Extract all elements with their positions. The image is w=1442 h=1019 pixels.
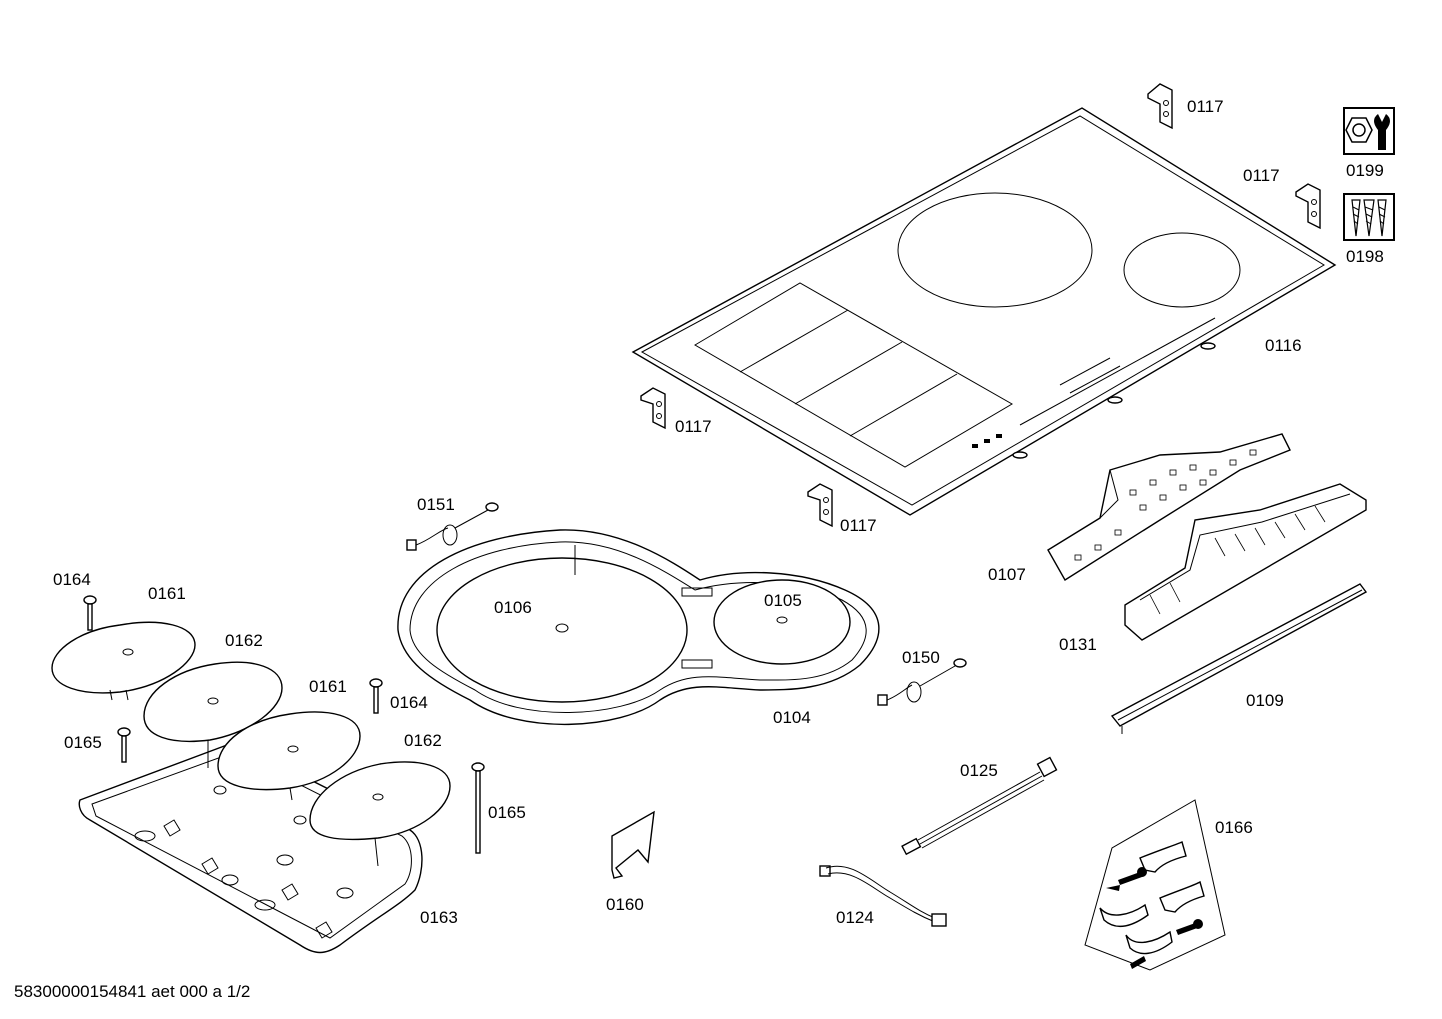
label-0199: 0199 xyxy=(1346,161,1384,180)
document-number: 58300000154841 aet 000 a 1/2 xyxy=(14,982,251,1001)
part-ribbon-cable-0125[interactable] xyxy=(901,756,1058,856)
label-0164-right: 0164 xyxy=(390,693,428,712)
part-coil-0161-front[interactable] xyxy=(51,621,196,701)
label-0107: 0107 xyxy=(988,565,1026,584)
part-coil-0162-front[interactable] xyxy=(143,661,283,768)
part-spacer-0165-left[interactable] xyxy=(117,727,131,763)
label-0116: 0116 xyxy=(1265,336,1302,355)
label-0151: 0151 xyxy=(417,495,455,514)
label-0106: 0106 xyxy=(494,598,532,617)
part-fixing-kit-0166[interactable] xyxy=(1084,799,1226,971)
part-temperature-sensor-0151[interactable] xyxy=(406,502,499,551)
part-clip-0117-left[interactable] xyxy=(640,387,666,430)
part-cooktop-glass[interactable] xyxy=(631,107,1337,516)
part-spacer-0164-left[interactable] xyxy=(83,595,97,631)
label-0125: 0125 xyxy=(960,761,998,780)
label-0198: 0198 xyxy=(1346,247,1384,266)
part-coil-0162-rear[interactable] xyxy=(309,761,451,867)
part-clip-0117-bottom[interactable] xyxy=(807,483,833,528)
part-clip-0117-top[interactable] xyxy=(1147,83,1173,130)
part-clip-0117-right[interactable] xyxy=(1295,183,1321,230)
part-induction-coil-small[interactable] xyxy=(713,579,851,665)
label-0150: 0150 xyxy=(902,648,940,667)
label-0117-right: 0117 xyxy=(1243,166,1280,185)
label-0105: 0105 xyxy=(764,591,802,610)
label-0117-left: 0117 xyxy=(675,417,712,436)
screws-icon[interactable] xyxy=(1343,193,1395,241)
label-0163: 0163 xyxy=(420,908,458,927)
part-induction-coil-large[interactable] xyxy=(436,545,688,703)
label-0109: 0109 xyxy=(1246,691,1284,710)
label-0161-rear: 0161 xyxy=(309,677,347,696)
label-0162-front: 0162 xyxy=(225,631,263,650)
label-0124: 0124 xyxy=(836,908,874,927)
label-0117-bottom: 0117 xyxy=(840,516,877,535)
label-0161-front: 0161 xyxy=(148,584,186,603)
label-0117-top: 0117 xyxy=(1187,97,1224,116)
label-0131: 0131 xyxy=(1059,635,1097,654)
part-shield-0160[interactable] xyxy=(611,810,655,879)
wrench-nut-icon[interactable] xyxy=(1343,107,1395,155)
part-cable-0124[interactable] xyxy=(819,865,947,927)
label-0166: 0166 xyxy=(1215,818,1253,837)
part-control-board[interactable] xyxy=(1047,433,1291,581)
label-0162-rear: 0162 xyxy=(404,731,442,750)
part-coil-0161-rear[interactable] xyxy=(217,711,361,801)
label-0160: 0160 xyxy=(606,895,644,914)
label-0165-right: 0165 xyxy=(488,803,526,822)
part-spacer-0164-right[interactable] xyxy=(369,678,383,714)
label-0104: 0104 xyxy=(773,708,811,727)
part-spacer-0165-right[interactable] xyxy=(471,762,485,854)
part-board-bracket[interactable] xyxy=(1124,483,1367,641)
label-0165-left: 0165 xyxy=(64,733,102,752)
part-mounting-rail[interactable] xyxy=(1110,583,1368,734)
label-0164-left: 0164 xyxy=(53,570,91,589)
part-temperature-sensor-0150[interactable] xyxy=(877,658,967,706)
